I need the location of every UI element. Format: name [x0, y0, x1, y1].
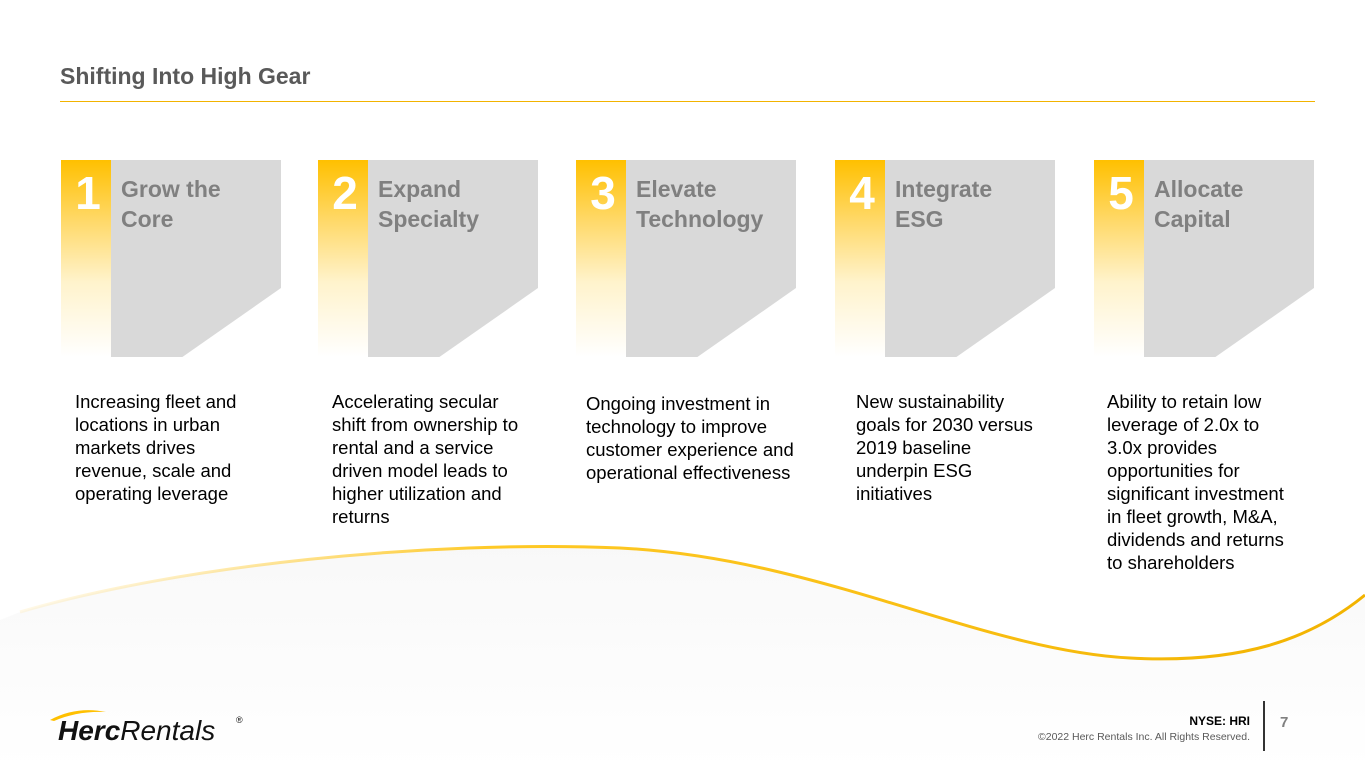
page-number: 7	[1280, 714, 1289, 731]
pillar-1-heading: Grow the Core	[121, 176, 221, 232]
copyright-notice: ©2022 Herc Rentals Inc. All Rights Reser…	[1038, 731, 1250, 743]
pillar-1-description: Increasing fleet and locations in urban …	[75, 391, 237, 504]
pillar-4-description: New sustainability goals for 2030 versus…	[856, 391, 1033, 504]
herc-rentals-logo: HercRentals	[58, 714, 215, 748]
logo-rentals: Rentals	[120, 715, 216, 746]
pillar-1-number: 1	[75, 167, 101, 219]
pillar-5-number: 5	[1108, 167, 1134, 219]
pillar-2-heading: Expand Specialty	[378, 176, 479, 232]
pillar-4-gradient-bar	[835, 160, 887, 357]
pillar-3-description: Ongoing investment in technology to impr…	[586, 393, 794, 483]
logo-registered-mark: ®	[236, 715, 243, 725]
pillar-5-gradient-bar	[1094, 160, 1146, 357]
decorative-wave	[0, 545, 1365, 769]
pillar-3-heading: Elevate Technology	[636, 176, 764, 232]
pillar-2-gradient-bar	[318, 160, 370, 357]
pillar-2: 2 Expand Specialty	[318, 160, 540, 357]
pillar-4: 4 Integrate ESG	[835, 160, 1057, 357]
pillar-5-description: Ability to retain low leverage of 2.0x t…	[1107, 391, 1284, 573]
slide-title: Shifting Into High Gear	[60, 63, 311, 89]
title-divider	[60, 101, 1315, 102]
footer-divider	[1263, 701, 1265, 751]
pillar-5-heading: Allocate Capital	[1154, 176, 1244, 232]
pillar-4-number: 4	[849, 167, 875, 219]
ticker-symbol: NYSE: HRI	[1189, 714, 1250, 728]
pillar-1-gradient-bar	[61, 160, 113, 357]
pillar-5: 5 Allocate Capital	[1094, 160, 1316, 357]
pillar-4-heading: Integrate ESG	[895, 176, 993, 232]
pillar-1: 1 Grow the Core	[61, 160, 283, 357]
logo-herc: Herc	[58, 715, 121, 746]
pillar-3-gradient-bar	[576, 160, 628, 357]
pillar-2-number: 2	[332, 167, 358, 219]
logo-swoosh-icon	[50, 710, 106, 721]
pillar-3-number: 3	[590, 167, 616, 219]
pillar-2-description: Accelerating secular shift from ownershi…	[332, 391, 519, 527]
pillar-3: 3 Elevate Technology	[576, 160, 798, 357]
